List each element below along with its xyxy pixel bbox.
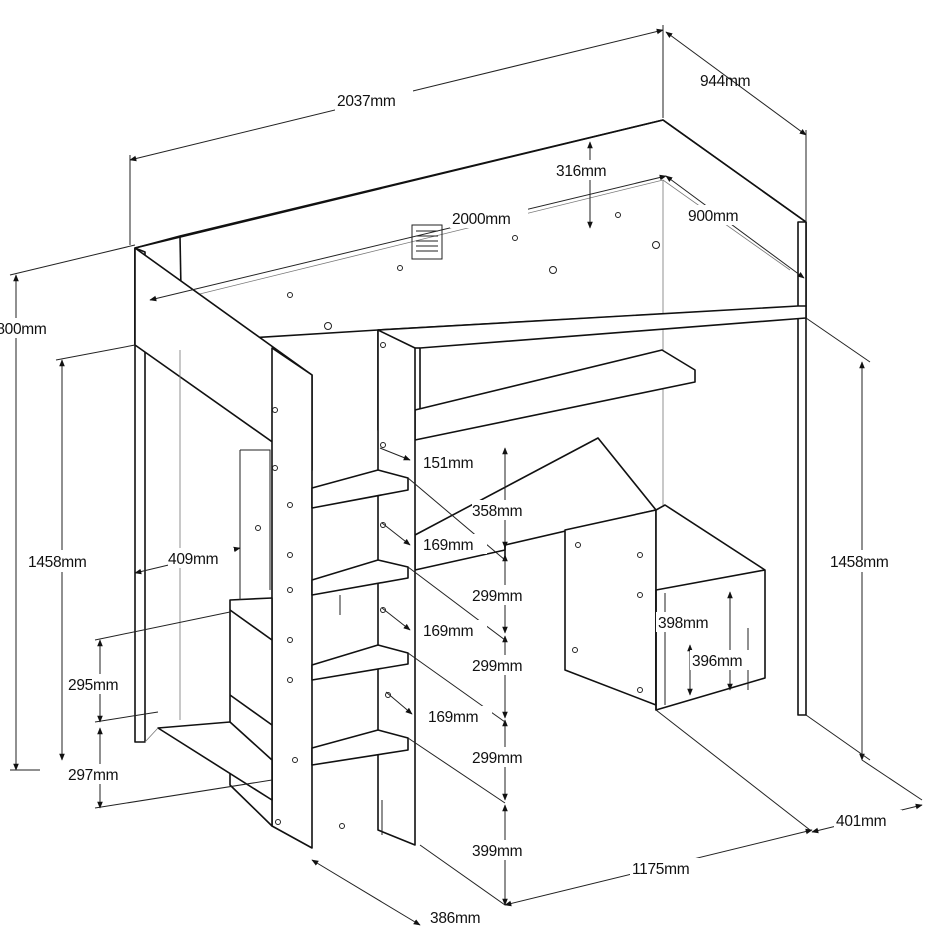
label-clearance-left: 1458mm <box>28 554 87 571</box>
label-step-358: 358mm <box>472 503 522 520</box>
label-step-399: 399mm <box>472 843 522 860</box>
right-rear-post <box>797 221 807 716</box>
dimension-lines <box>9 25 923 926</box>
label-clearance-right: 1458mm <box>830 554 889 571</box>
label-cabinet-height: 398mm <box>658 615 708 632</box>
step-4 <box>311 729 409 766</box>
label-step-299-a: 299mm <box>472 588 522 605</box>
stair-side-panel <box>271 347 313 849</box>
label-step-299-b: 299mm <box>472 658 522 675</box>
label-left-297: 297mm <box>68 767 118 784</box>
label-overall-length: 2037mm <box>337 93 396 110</box>
label-overall-depth: 944mm <box>700 73 750 90</box>
desk-pedestal <box>564 509 657 706</box>
label-mattress-length: 2000mm <box>452 211 511 228</box>
label-step-169-b: 169mm <box>423 623 473 640</box>
label-cabinet-width: 396mm <box>692 653 742 670</box>
label-step-151: 151mm <box>423 455 473 472</box>
label-mattress-width: 900mm <box>688 208 738 225</box>
label-left-295: 295mm <box>68 677 118 694</box>
label-desk-depth: 401mm <box>836 813 886 830</box>
label-step-299-c: 299mm <box>472 750 522 767</box>
label-overall-height: 1800mm <box>0 321 47 338</box>
step-1 <box>311 469 409 509</box>
floor-shelf <box>157 721 273 801</box>
dimension-labels: 2037mm 944mm 316mm 2000mm 900mm 1800mm 1… <box>0 73 906 928</box>
step-3 <box>311 644 409 681</box>
label-step-169-c: 169mm <box>428 709 478 726</box>
label-stair-width: 386mm <box>430 910 480 927</box>
label-step-169-a: 169mm <box>423 537 473 554</box>
cabinet <box>655 504 766 711</box>
label-guard-height: 316mm <box>556 163 606 180</box>
step-2 <box>311 559 409 596</box>
label-shelf-depth: 409mm <box>168 551 218 568</box>
stair-front-panel <box>377 329 416 846</box>
label-desk-length: 1175mm <box>632 861 689 878</box>
upper-shelf <box>414 349 696 441</box>
